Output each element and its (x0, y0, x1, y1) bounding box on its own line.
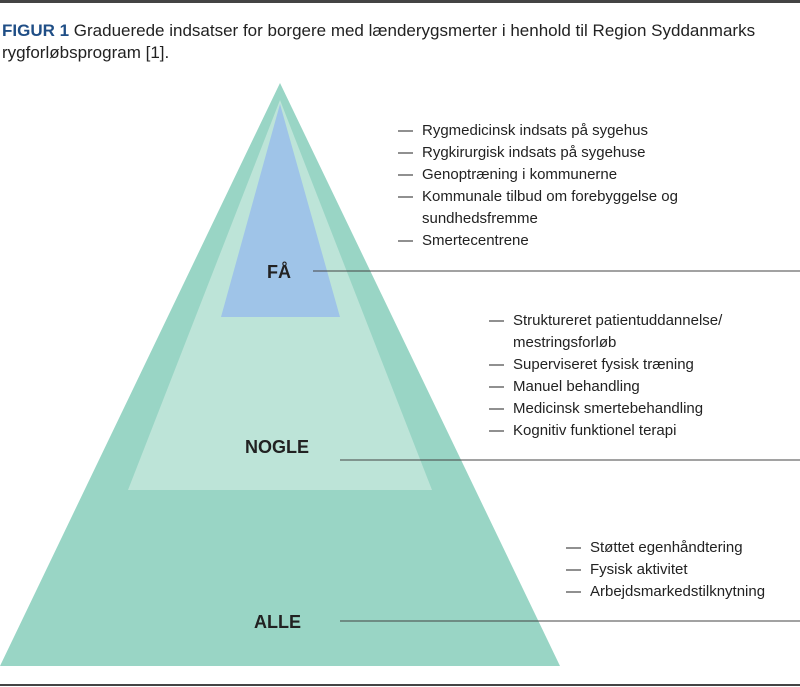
nogle-list: Struktureret patientuddannelse/ mestring… (489, 310, 783, 442)
list-item: Medicinsk smertebehandling (489, 398, 783, 420)
list-item: Struktureret patientuddannelse/ mestring… (489, 310, 783, 354)
list-item: Fysisk aktivitet (566, 559, 765, 581)
list-item: Genoptræning i kommunerne (398, 164, 722, 186)
figure-caption: FIGUR 1 Graduerede indsatser for borgere… (2, 20, 762, 64)
list-item: Smertecentrene (398, 230, 722, 252)
list-item: Kommunale tilbud om forebyggelse og sund… (398, 186, 722, 230)
caption-label: FIGUR 1 (2, 21, 70, 40)
list-item: Arbejdsmarkedstilknytning (566, 581, 765, 603)
top-rule (0, 0, 800, 3)
level-label-alle: ALLE (254, 612, 301, 632)
list-item: Rygkirurgisk indsats på sygehuse (398, 142, 722, 164)
list-item: Kognitiv funktionel terapi (489, 420, 783, 442)
level-label-faa: FÅ (267, 262, 291, 282)
list-item: Manuel behandling (489, 376, 783, 398)
level-label-nogle: NOGLE (245, 437, 310, 457)
bottom-rule (0, 684, 800, 686)
list-item: Superviseret fysisk træning (489, 354, 783, 376)
faa-list: Rygmedicinsk indsats på sygehus Rygkirur… (398, 120, 722, 252)
pyramid-inner-faa (221, 104, 340, 317)
alle-list: Støttet egenhåndtering Fysisk aktivitet … (566, 537, 765, 603)
list-item: Rygmedicinsk indsats på sygehus (398, 120, 722, 142)
caption-text: Graduerede indsatser for borgere med læn… (2, 21, 756, 62)
list-item: Støttet egenhåndtering (566, 537, 765, 559)
